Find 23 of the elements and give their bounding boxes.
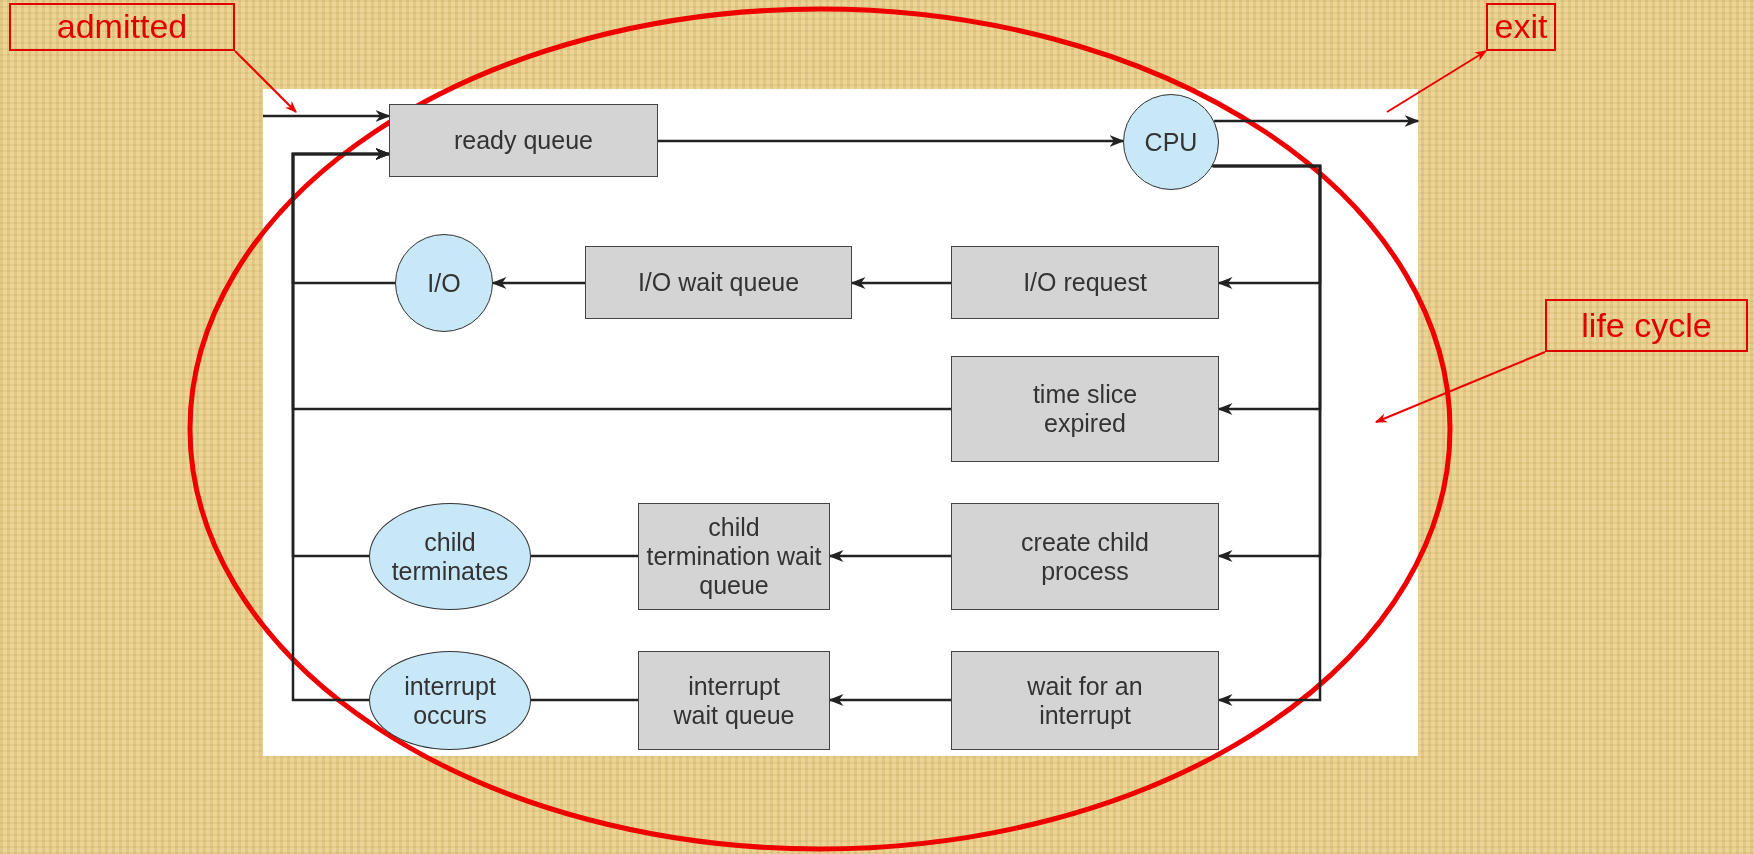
queue-box: child termination wait queue [638,503,830,610]
arrow [828,550,951,562]
arrow [850,277,951,289]
leader-line [1374,351,1546,423]
arrow [1212,164,1322,706]
event-box: time slice expired [951,356,1219,462]
event-box: wait for an interrupt [951,651,1219,750]
annotation-label: life cycle [1545,299,1748,352]
leader-line [1386,50,1487,113]
arrow [263,110,391,122]
arrow [291,148,391,702]
queue-box: interrupt wait queue [638,651,830,750]
arrow [658,135,1125,147]
arrow [1214,115,1420,127]
queue-box: ready queue [389,104,658,177]
arrow [491,277,585,289]
annotation-label: exit [1486,3,1556,51]
arrow [828,694,951,706]
annotation-label: admitted [9,3,235,51]
event-box: create child process [951,503,1219,610]
queue-box: I/O wait queue [585,246,852,319]
leader-line [234,50,297,113]
event-box: I/O request [951,246,1219,319]
